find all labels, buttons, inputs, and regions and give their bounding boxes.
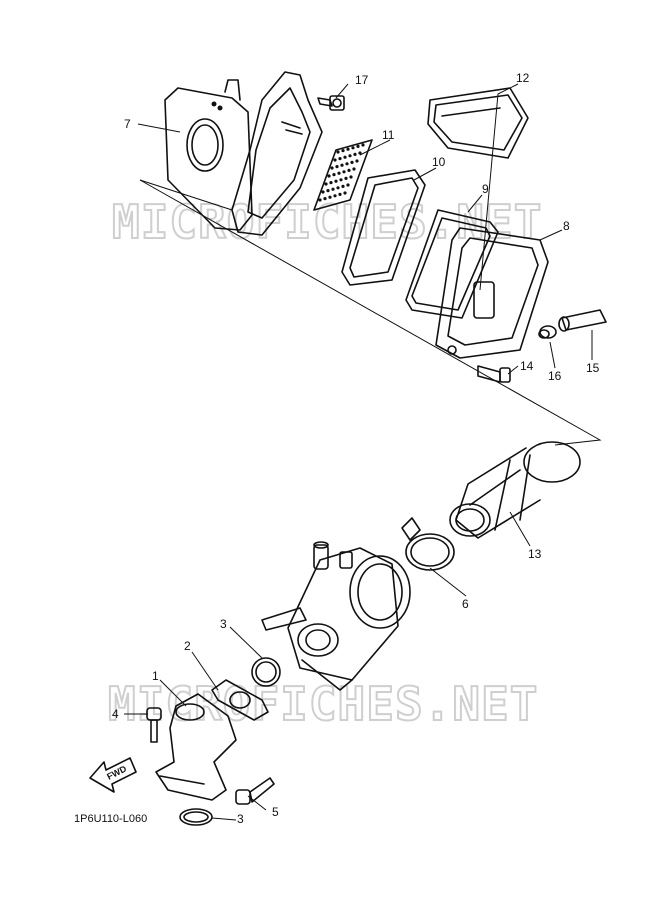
- callout-2: 2: [184, 639, 191, 653]
- callout-15: 15: [586, 361, 600, 375]
- watermark-bottom: MICROFICHES.NET: [108, 677, 538, 731]
- bolt-5: [235, 777, 275, 805]
- intake-manifold: [155, 693, 237, 801]
- callout-13: 13: [528, 547, 542, 561]
- drain-hose: [558, 309, 607, 332]
- callout-17: 17: [355, 73, 369, 87]
- o-ring-upper-inner: [255, 661, 277, 683]
- callout-14: 14: [520, 359, 534, 373]
- callout-6: 6: [462, 597, 469, 611]
- leader-lines: [124, 83, 593, 821]
- callout-16: 16: [548, 369, 562, 383]
- o-ring-upper: [251, 657, 281, 687]
- air-box-case: [164, 79, 253, 231]
- svg-text:FWD: FWD: [105, 763, 128, 781]
- callout-3-upper: 3: [220, 617, 227, 631]
- air-filter-element: [341, 169, 426, 286]
- callout-4: 4: [112, 707, 119, 721]
- carburetor: [261, 541, 411, 691]
- assembly-line: [139, 179, 602, 446]
- case-frame: [231, 71, 323, 236]
- hose-clamp: [401, 517, 455, 571]
- callout-12: 12: [516, 71, 530, 85]
- screw-14: [477, 365, 511, 383]
- insulator: [211, 679, 269, 721]
- intake-duct: [427, 87, 529, 159]
- watermark-top: MICROFICHES.NET: [112, 195, 542, 249]
- callout-8: 8: [563, 219, 570, 233]
- air-box-cover: [435, 227, 549, 359]
- diagram-code: 1P6U110-L060: [74, 813, 147, 825]
- screen-element: [313, 139, 373, 211]
- callout-7: 7: [124, 117, 131, 131]
- callout-3-lower: 3: [237, 812, 244, 826]
- bolt-17: [317, 95, 345, 111]
- callout-5: 5: [272, 805, 279, 819]
- callout-1: 1: [152, 669, 159, 683]
- intake-joint: [449, 441, 581, 539]
- o-ring-lower: [179, 808, 213, 826]
- o-ring-lower-inner: [183, 811, 209, 823]
- callout-11: 11: [382, 128, 395, 142]
- fwd-arrow-icon: FWD: [89, 757, 137, 793]
- clip-16: [538, 325, 557, 339]
- callout-9: 9: [482, 182, 489, 196]
- callout-10: 10: [432, 155, 446, 169]
